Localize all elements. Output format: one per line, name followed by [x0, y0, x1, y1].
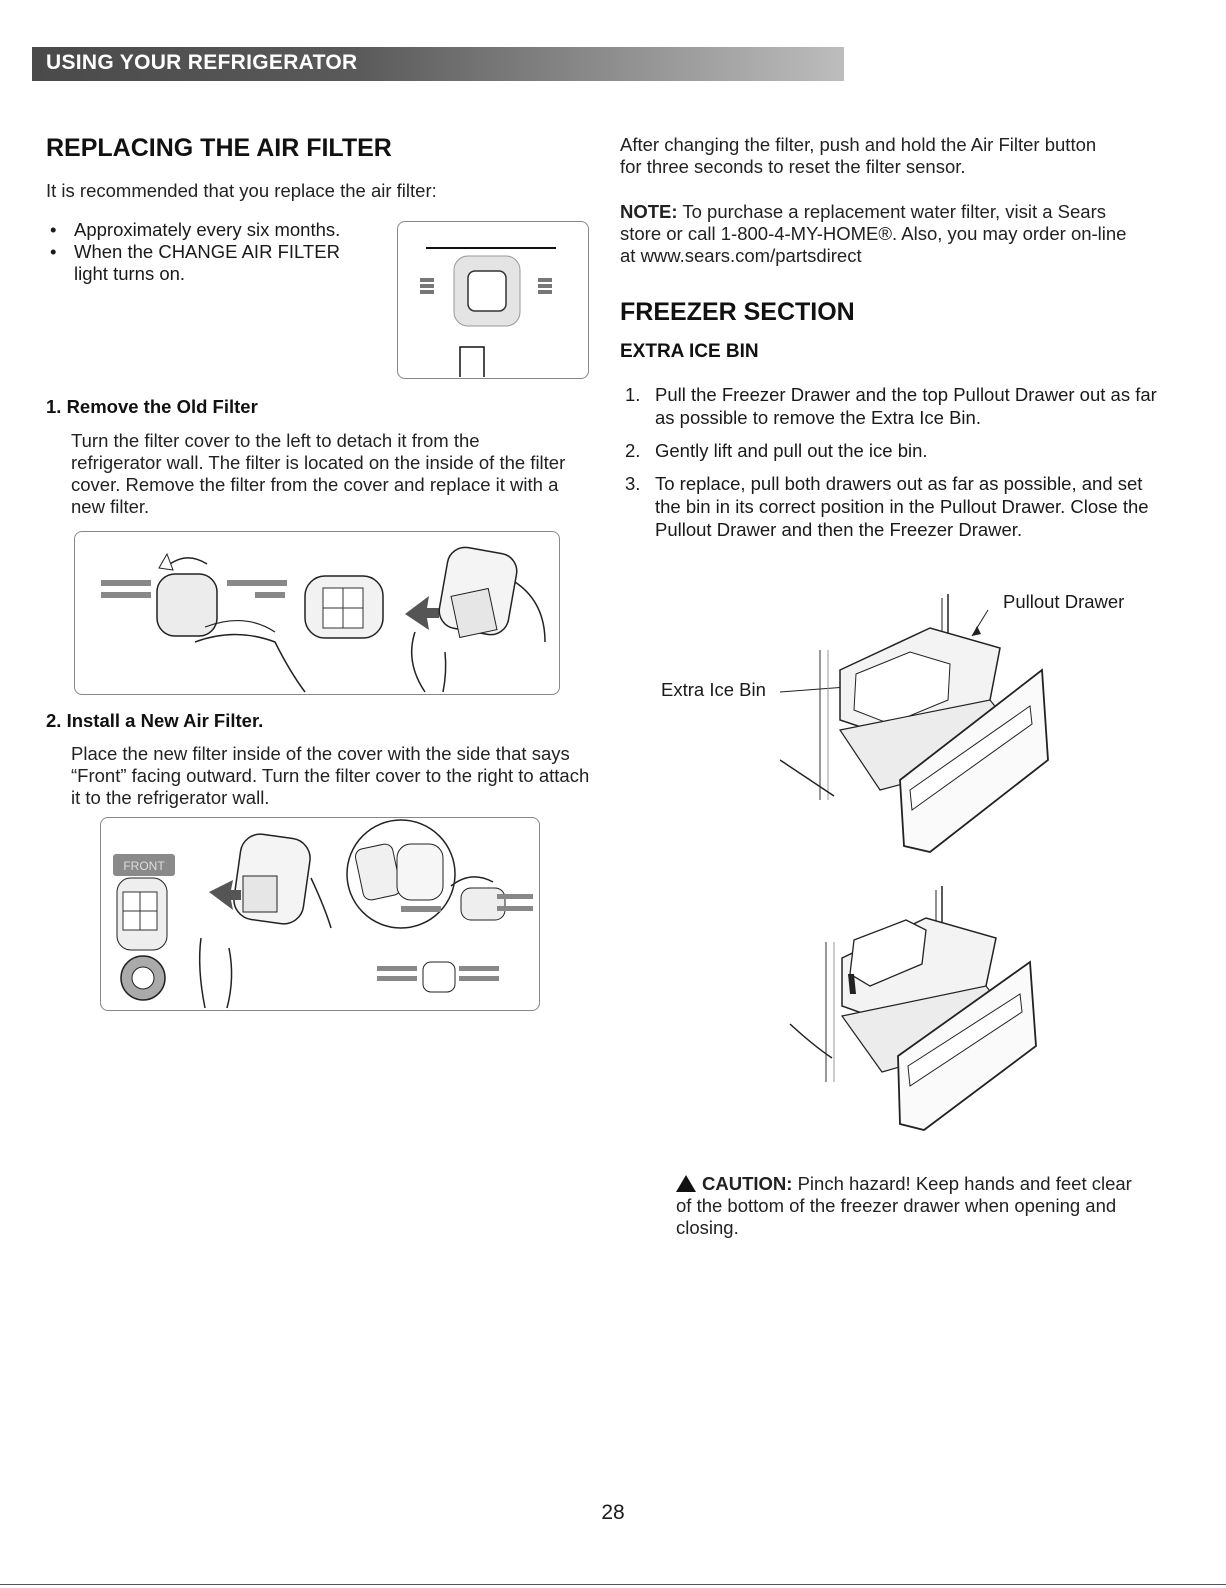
front-label: FRONT: [123, 859, 165, 873]
extra-ice-bin-label: Extra Ice Bin: [661, 679, 766, 700]
step1-text: Turn the filter cover to the left to det…: [71, 430, 566, 517]
pullout-drawer-label: Pullout Drawer: [1003, 591, 1125, 612]
control-panel-figure: [397, 221, 589, 379]
caution-block: CAUTION: Pinch hazard! Keep hands and fe…: [676, 1173, 1146, 1239]
air-filter-intro: It is recommended that you replace the a…: [46, 180, 437, 201]
reset-filter-text: After changing the filter, push and hold…: [620, 134, 1097, 177]
remove-filter-illustration: [101, 546, 546, 693]
caution-text: CAUTION: Pinch hazard! Keep hands and fe…: [676, 1173, 1132, 1238]
install-filter-figure: FRONT: [100, 817, 540, 1011]
drawer-lift-bin-illustration: [789, 886, 1037, 1131]
control-panel-illustration: [420, 247, 556, 377]
note-paragraph: NOTE: To purchase a replacement water fi…: [620, 201, 1127, 266]
step1-title: 1. Remove the Old Filter: [46, 396, 258, 417]
step-item: 3.To replace, pull both drawers out as f…: [625, 473, 1149, 540]
freezer-section-title: FREEZER SECTION: [620, 298, 855, 326]
drawer-open-illustration: [780, 594, 1049, 853]
step-item: 2.Gently lift and pull out the ice bin.: [625, 440, 928, 461]
step2-title: 2. Install a New Air Filter.: [46, 710, 264, 731]
step-item: 1.Pull the Freezer Drawer and the top Pu…: [625, 384, 1157, 428]
ice-bin-steps: 1.Pull the Freezer Drawer and the top Pu…: [625, 383, 1170, 551]
bullet-item: Approximately every six months.: [46, 219, 396, 241]
install-filter-illustration: FRONT: [113, 819, 533, 1009]
step2-text: Place the new filter inside of the cover…: [71, 743, 590, 808]
extra-ice-bin-title: EXTRA ICE BIN: [620, 341, 759, 362]
air-filter-bullets: Approximately every six months. When the…: [46, 219, 396, 285]
bottom-rule: [0, 1584, 1226, 1585]
page-number: 28: [601, 1501, 625, 1524]
warning-triangle-icon: [676, 1175, 696, 1192]
remove-filter-figure: [74, 531, 560, 695]
section-header-bar: USING YOUR REFRIGERATOR: [32, 47, 844, 81]
air-filter-section-title: REPLACING THE AIR FILTER: [46, 134, 392, 162]
section-header-title: USING YOUR REFRIGERATOR: [46, 51, 358, 74]
